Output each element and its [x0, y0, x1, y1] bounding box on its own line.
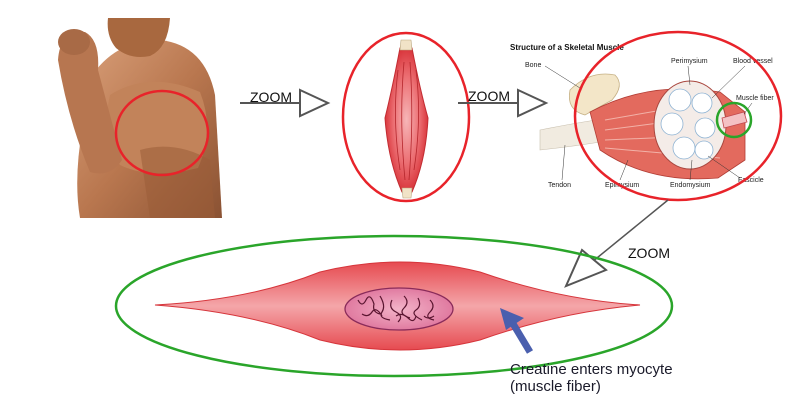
flexing-man-illustration	[58, 18, 230, 218]
label-fascicle: Fascicle	[738, 177, 764, 184]
skeletal-muscle-structure-diagram: Structure of a Skeletal Muscle Bone Peri…	[510, 43, 774, 189]
caption-line-1: Creatine enters myocyte	[510, 361, 673, 378]
label-muscle-fiber: Muscle fiber	[736, 95, 774, 102]
zoom-label-3: ZOOM	[628, 245, 670, 261]
label-perimysium: Perimysium	[671, 58, 708, 65]
cross-section-highlight-circle	[573, 30, 783, 202]
label-blood-vessel: Blood vessel	[733, 58, 773, 65]
nucleus-chromatin	[357, 295, 435, 323]
caption-line-2: (muscle fiber)	[510, 378, 601, 395]
creatine-caption: Creatine enters myocyte (muscle fiber)	[510, 361, 770, 395]
myocyte-highlight-ellipse	[114, 234, 674, 378]
muscle-fiber-highlight-circle	[715, 101, 753, 139]
label-endomysium: Endomysium	[670, 182, 711, 189]
isolated-muscle-illustration	[384, 39, 429, 199]
zoom-label-1: ZOOM	[250, 89, 292, 105]
label-bone: Bone	[525, 62, 541, 69]
creatine-entry-arrow	[500, 308, 534, 354]
label-tendon: Tendon	[548, 182, 571, 189]
bicep-highlight-circle	[114, 89, 210, 177]
zoom-arrow-2	[458, 88, 549, 118]
diagram-title: Structure of a Skeletal Muscle	[510, 43, 624, 52]
zoom-arrow-3	[564, 199, 669, 288]
zoom-label-2: ZOOM	[468, 88, 510, 104]
myocyte-nucleus	[344, 287, 454, 331]
zoom-arrow-1	[240, 88, 331, 118]
